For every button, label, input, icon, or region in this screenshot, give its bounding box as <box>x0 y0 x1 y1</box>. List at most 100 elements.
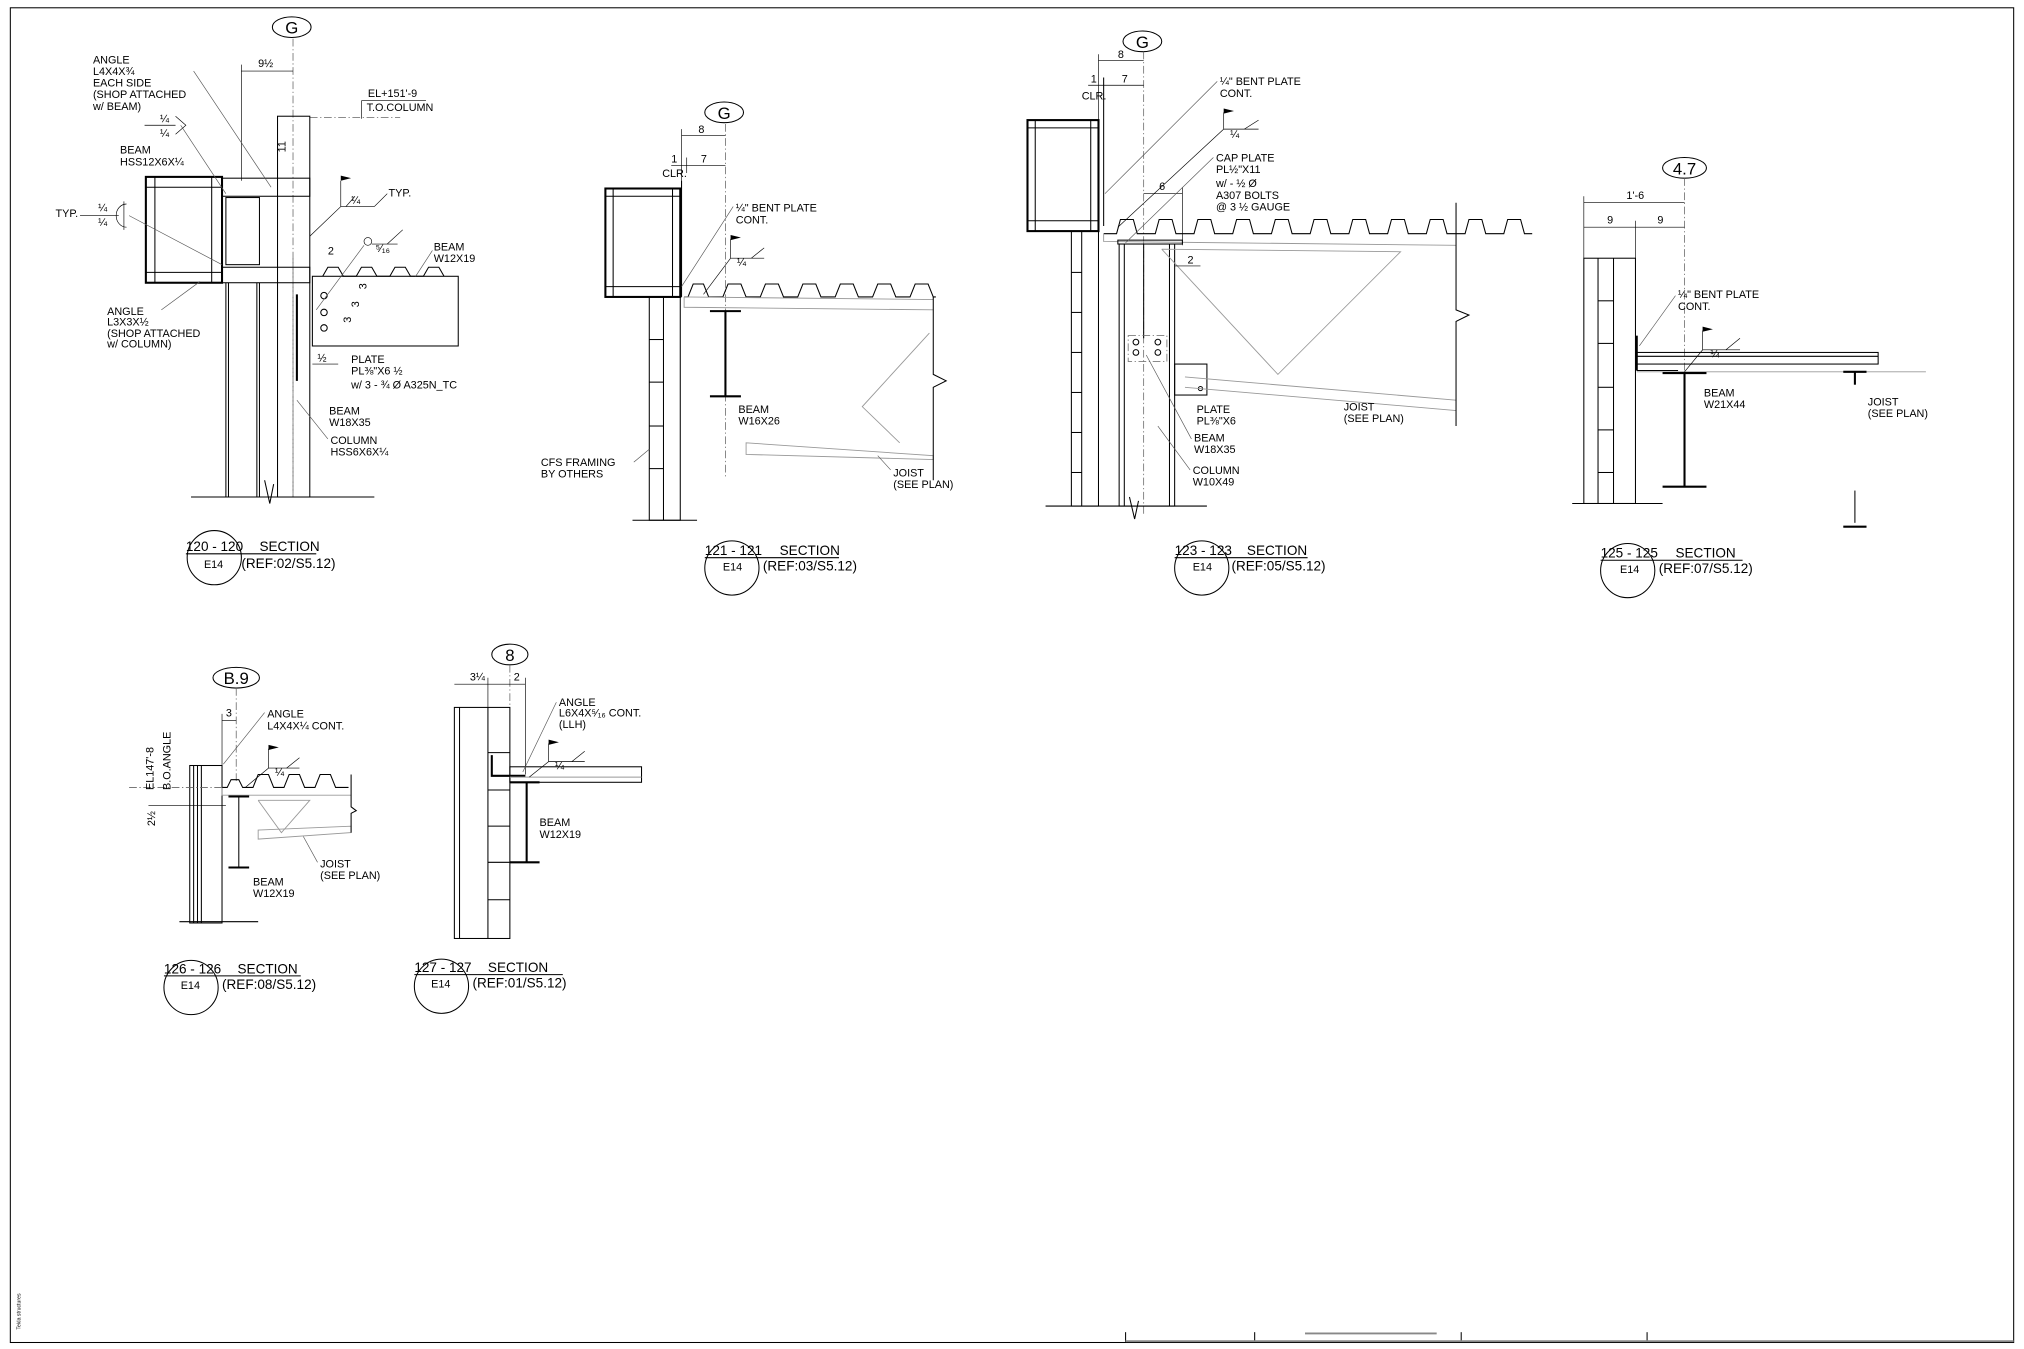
grid-label: G <box>1136 33 1149 52</box>
section-title: 121 - 121 E14 SECTION (REF:03/S5.12) <box>704 540 857 596</box>
weld-symbol: ¼ <box>529 739 585 778</box>
dimension: CLR. <box>662 168 687 180</box>
grid-label: 8 <box>505 646 514 665</box>
dimension: 3 <box>342 317 354 323</box>
svg-text:¼: ¼ <box>160 128 170 140</box>
grid-label: B.9 <box>224 669 249 688</box>
sheet-ref: E14 <box>1620 564 1639 576</box>
dimension: CLR. <box>1082 90 1107 102</box>
dimension: 3 <box>350 301 362 307</box>
reference: (REF:08/S5.12) <box>222 977 316 992</box>
section-number: 123 - 123 <box>1175 543 1232 558</box>
weld-symbol: ¼ <box>245 744 300 788</box>
reference: (REF:03/S5.12) <box>763 559 857 574</box>
title-block-ticks <box>1125 1332 2014 1343</box>
metal-deck <box>322 266 445 277</box>
dimension: 2 <box>328 245 334 257</box>
reference: (REF:07/S5.12) <box>1659 561 1753 576</box>
weld-symbol: ¼ <box>1117 108 1259 228</box>
metal-deck <box>222 774 349 788</box>
dimension: 1'-6 <box>1626 190 1644 202</box>
section-title: 127 - 127 E14 SECTION (REF:01/S5.12) <box>413 958 567 1014</box>
dimension: 9 <box>1657 214 1663 226</box>
weld-symbol: ¼ ¼ <box>144 114 227 194</box>
section-number: 127 - 127 <box>414 960 471 975</box>
svg-text:¼: ¼ <box>351 195 361 207</box>
weld-symbol: ¼ <box>703 234 765 295</box>
section-number: 126 - 126 <box>164 961 221 976</box>
callout-joist: JOIST(SEE PLAN) <box>893 467 953 491</box>
section-title-label: SECTION <box>259 539 319 554</box>
weld-symbol: TYP. ¼ ¼ <box>56 201 223 265</box>
section-title-label: SECTION <box>780 543 840 558</box>
sheet-ref: E14 <box>181 980 200 992</box>
dimension: 2 <box>1188 254 1194 266</box>
sheet-ref: E14 <box>1193 562 1212 574</box>
dimension: 6 <box>1159 181 1165 193</box>
section-title-label: SECTION <box>238 961 298 976</box>
sheet-ref: E14 <box>431 979 450 991</box>
section-number: 120 - 120 <box>186 539 243 554</box>
dimension: 2 <box>514 671 520 683</box>
weld-symbol: ⁵⁄₁₆ <box>315 229 403 311</box>
reference: (REF:02/S5.12) <box>241 556 335 571</box>
svg-text:¼: ¼ <box>98 217 108 229</box>
dimension: 8 <box>698 124 704 136</box>
elevation-label: EL+151'-9 <box>368 88 417 100</box>
grid-bubble <box>271 16 312 38</box>
dimension: 3 <box>358 283 370 289</box>
svg-text:¼: ¼ <box>98 203 108 215</box>
dimension: ½ <box>318 352 327 364</box>
section-title: 125 - 125 E14 SECTION (REF:07/S5.12) <box>1600 542 1753 599</box>
watermark-text: Tekla structures <box>17 1293 23 1330</box>
svg-text:¼: ¼ <box>160 114 170 126</box>
callout-joist: JOIST(SEE PLAN) <box>1344 402 1404 426</box>
weld-symbol: ¼ TYP. <box>309 175 411 237</box>
typ-note: TYP. <box>56 208 79 220</box>
elevation-label: EL147'-8 <box>145 747 157 790</box>
dimension: 9 <box>1607 214 1613 226</box>
elevation-label: T.O.COLUMN <box>367 102 434 114</box>
grid-bubble <box>704 101 745 124</box>
sheet-ref: E14 <box>723 562 742 574</box>
reference: (REF:05/S5.12) <box>1231 559 1325 574</box>
section-number: 125 - 125 <box>1601 546 1658 561</box>
callout-joist: JOIST(SEE PLAN) <box>1868 396 1928 420</box>
sheet-ref: E14 <box>204 559 223 571</box>
svg-text:¼: ¼ <box>1230 129 1240 141</box>
grid-bubble <box>1122 30 1163 53</box>
svg-text:¼: ¼ <box>737 257 747 269</box>
section-number: 121 - 121 <box>705 543 762 558</box>
svg-text:¼: ¼ <box>1710 349 1720 361</box>
dimension: 7 <box>1122 74 1128 86</box>
beam-w12 <box>509 781 540 864</box>
beam-w16 <box>709 310 741 398</box>
dimension: 3 <box>226 707 232 719</box>
beam-w12 <box>228 795 250 869</box>
section-title-label: SECTION <box>488 960 548 975</box>
dimension: 2½ <box>146 811 158 826</box>
dimension: 8 <box>1118 49 1124 61</box>
dimension: 1 <box>1091 74 1097 86</box>
callout-joist: JOIST(SEE PLAN) <box>320 858 380 882</box>
section-title-label: SECTION <box>1675 546 1735 561</box>
metal-deck <box>1103 218 1533 235</box>
